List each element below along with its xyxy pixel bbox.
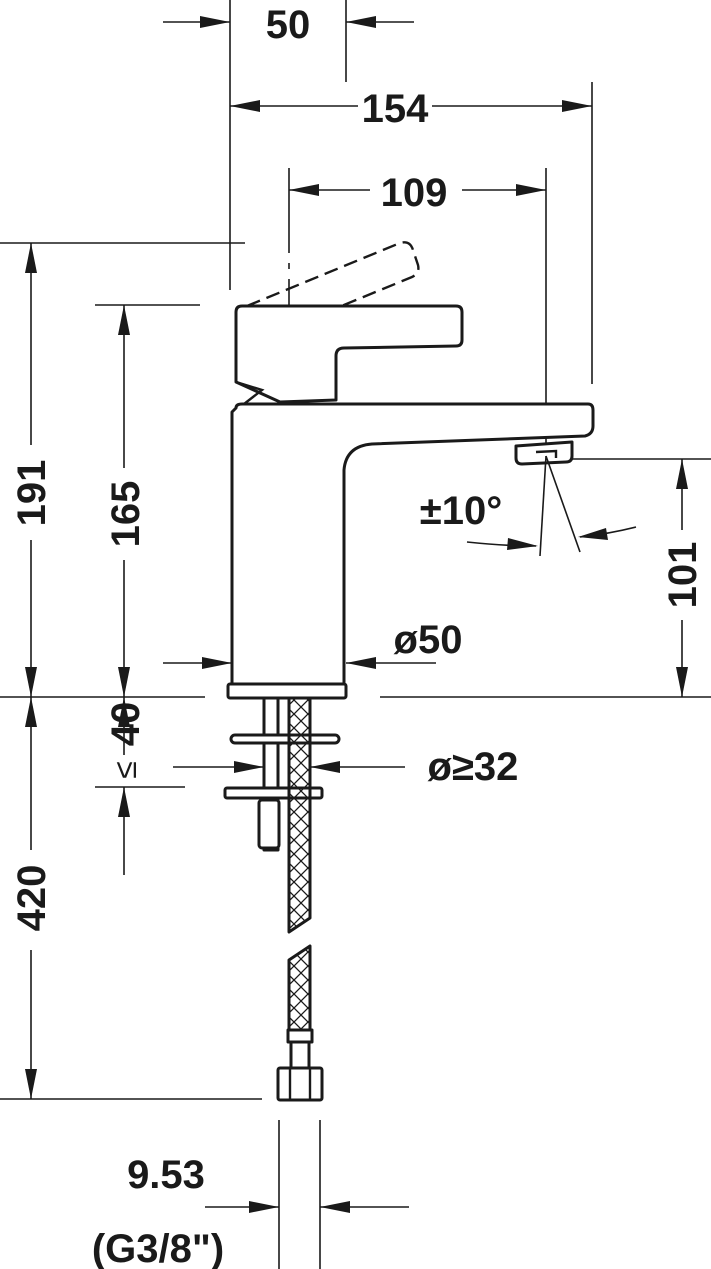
lever-raised-outline xyxy=(246,241,420,325)
washer xyxy=(229,733,341,745)
hose-sleeve xyxy=(289,1040,311,1070)
rod-end xyxy=(257,798,281,850)
dim-label-9-53: 9.53 xyxy=(127,1153,205,1197)
hose-lower xyxy=(287,944,312,1032)
faucet-body xyxy=(226,241,595,700)
dim-label-165: 165 xyxy=(104,481,148,548)
dim-label-191: 191 xyxy=(10,460,54,527)
dim-label-154: 154 xyxy=(362,87,429,131)
dim-label-40: 40 xyxy=(104,702,148,747)
aerator xyxy=(514,440,574,466)
dim-label-less-equal: ≤ xyxy=(107,761,143,779)
lever-handle xyxy=(234,304,464,404)
dimension-lines xyxy=(25,16,688,1213)
dim-label-base-diameter: ø50 xyxy=(394,618,463,662)
base-flange xyxy=(226,682,348,700)
hose-upper xyxy=(287,696,312,934)
hose-ferrule xyxy=(286,1028,314,1044)
dim-label-109: 109 xyxy=(381,171,448,215)
hose-nut xyxy=(276,1066,324,1102)
dim-label-101: 101 xyxy=(661,542,705,609)
dim-label-50: 50 xyxy=(266,3,311,47)
dim-label-thread: (G3/8") xyxy=(92,1227,224,1269)
dim-label-420: 420 xyxy=(10,865,54,932)
dim-label-angle: ±10° xyxy=(420,489,502,533)
dim-label-hole-diameter: ø≥32 xyxy=(428,745,519,789)
mounting-hardware xyxy=(223,696,341,1102)
dimension-labels: 50 154 109 191 165 101 ±10° ø50 40 ≤ ø≥3… xyxy=(10,3,705,1269)
faucet-spout xyxy=(230,402,595,686)
